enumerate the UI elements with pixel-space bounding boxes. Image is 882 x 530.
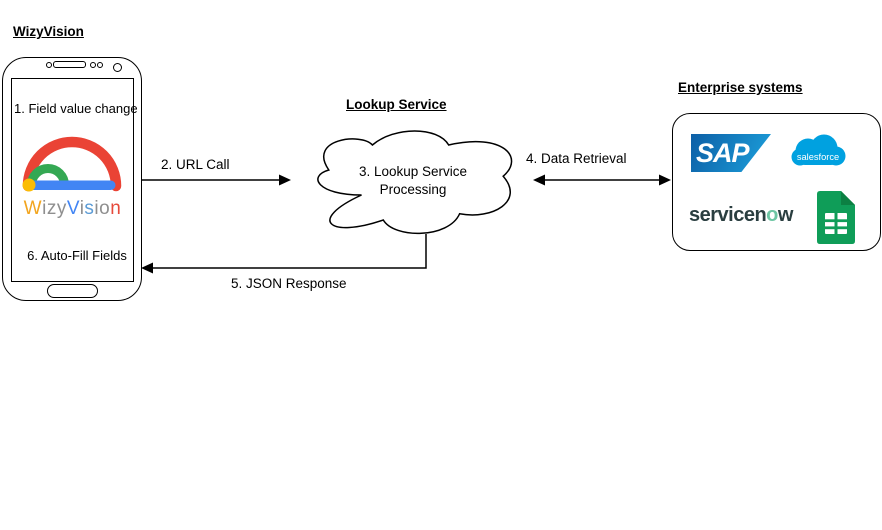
lookup-processing-line1: 3. Lookup Service	[358, 164, 468, 179]
data-retrieval-label: 4. Data Retrieval	[526, 151, 627, 166]
salesforce-logo-text: salesforce	[797, 152, 839, 162]
google-sheets-icon	[817, 191, 855, 244]
servicenow-text-dark2: w	[777, 204, 794, 226]
wizyvision-logo-icon	[22, 136, 122, 192]
lookup-processing-label: 3. Lookup Service Processing	[339, 163, 487, 199]
salesforce-logo-icon: salesforce	[791, 134, 846, 166]
phone-sensor-dot-icon	[90, 62, 96, 68]
data-retrieval-arrow	[533, 174, 671, 186]
auto-fill-fields-label: 6. Auto-Fill Fields	[27, 248, 127, 263]
phone-speaker-icon	[53, 61, 86, 68]
enterprise-systems-heading: Enterprise systems	[678, 80, 803, 95]
servicenow-text-dark: servicen	[689, 204, 767, 226]
servicenow-logo: servicenow	[689, 204, 793, 227]
lookup-service-heading: Lookup Service	[346, 97, 447, 112]
phone-sensor-dot-icon	[46, 62, 52, 68]
wizyvision-wordmark: WizyVision	[23, 198, 122, 219]
json-response-arrow	[141, 234, 427, 274]
url-call-label: 2. URL Call	[161, 157, 230, 172]
url-call-arrow	[142, 174, 291, 186]
field-value-change-label: 1. Field value change	[14, 101, 138, 116]
servicenow-o-green: o	[766, 204, 778, 226]
wizyvision-heading: WizyVision	[13, 24, 84, 39]
phone-sensor-dot-icon	[97, 62, 103, 68]
smartphone-frame: 1. Field value change WizyVision 6. Auto…	[2, 57, 142, 301]
phone-screen: 1. Field value change WizyVision 6. Auto…	[11, 78, 138, 282]
phone-home-button-icon	[47, 284, 98, 298]
lookup-service-cloud-shape	[317, 130, 513, 235]
enterprise-systems-box: SAP salesforce servicenow	[672, 113, 881, 251]
json-response-label: 5. JSON Response	[231, 276, 347, 291]
lookup-processing-line2: Processing	[379, 182, 447, 197]
phone-camera-icon	[113, 63, 122, 72]
sap-logo-icon: SAP	[691, 134, 771, 172]
sap-logo-text: SAP	[696, 138, 750, 168]
